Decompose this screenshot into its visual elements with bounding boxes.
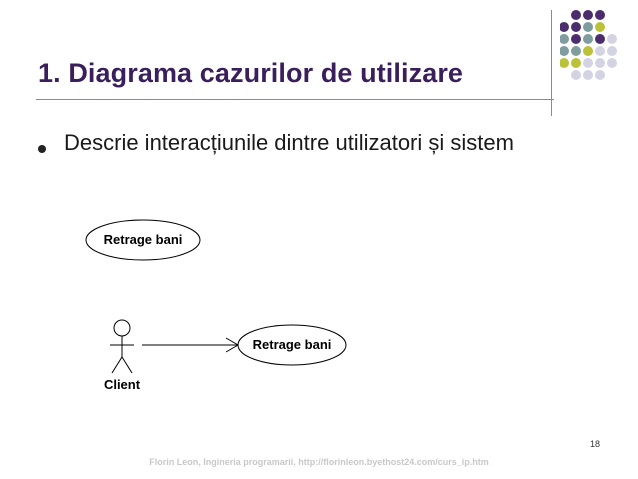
use-case-label-1: Retrage bani [104, 232, 183, 247]
dot-row-1 [571, 10, 605, 20]
dot-row-4 [560, 46, 617, 56]
footer-citation: Florin Leon, Ingineria programarii, http… [149, 457, 489, 467]
slide-title: 1. Diagrama cazurilor de utilizare [38, 58, 464, 88]
title-divider [36, 99, 554, 100]
use-case-label-2: Retrage bani [253, 337, 332, 352]
use-case-associated: Retrage bani [237, 324, 347, 366]
bullet-icon [38, 145, 46, 153]
actor-figure [110, 319, 134, 374]
decorative-dot-grid [560, 10, 617, 80]
dot-row-3 [560, 34, 617, 44]
actor-label: Client [104, 377, 141, 392]
use-case-diagram: Retrage bani Client Retrage bani [85, 219, 347, 392]
association-arrow [142, 337, 239, 353]
dot-row-6 [571, 70, 605, 80]
corner-divider [551, 10, 552, 116]
page-number: 18 [590, 439, 601, 449]
bullet-text: Descrie interacțiunile dintre utilizator… [64, 130, 514, 155]
dot-row-2 [560, 22, 605, 32]
use-case-standalone: Retrage bani [85, 219, 201, 261]
dot-row-5 [560, 58, 617, 68]
